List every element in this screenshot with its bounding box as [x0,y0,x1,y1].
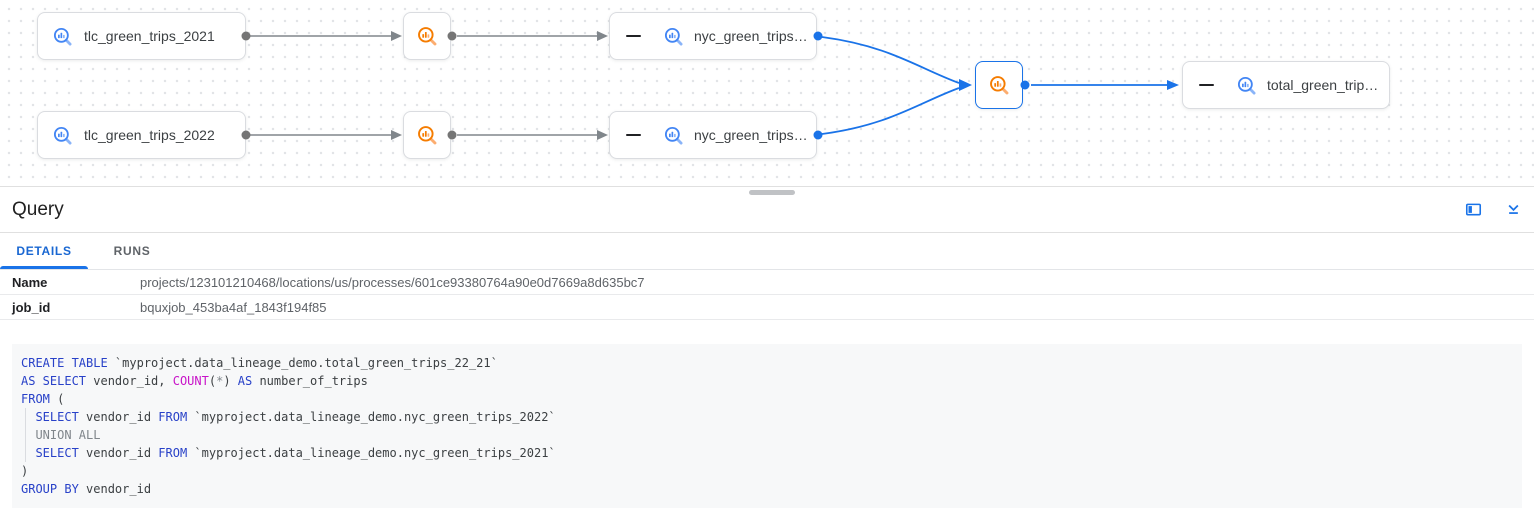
node-label: nyc_green_trips… [694,28,808,44]
panel-tabs: DETAILS RUNS [0,233,1534,270]
query-panel-header: Query [0,187,1534,233]
panel-header-actions [1462,199,1524,221]
lineage-graph-canvas[interactable]: tlc_green_trips_2021 nyc_green_trips… tl… [0,0,1534,187]
detail-label-name: Name [12,274,48,290]
page-title: Query [12,198,64,220]
node-label: tlc_green_trips_2021 [84,28,215,44]
bigquery-table-icon [1237,76,1256,95]
table-row: Name projects/123101210468/locations/us/… [0,270,1534,295]
detail-label-job-id: job_id [12,299,51,315]
node-tlc-green-trips-2022[interactable]: tlc_green_trips_2022 [37,111,246,159]
bigquery-table-icon [53,27,72,46]
collapse-node-icon[interactable] [626,35,641,37]
bigquery-process-icon [990,76,1009,95]
node-tlc-green-trips-2021[interactable]: tlc_green_trips_2021 [37,12,246,60]
node-label: nyc_green_trips… [694,127,808,143]
table-row: job_id bquxjob_453ba4af_1843f194f85 [0,295,1534,320]
bigquery-process-icon [418,126,437,145]
bigquery-table-icon [664,27,683,46]
tab-details[interactable]: DETAILS [0,233,88,269]
panel-resize-handle[interactable] [749,190,795,195]
process-node-1[interactable] [403,12,451,60]
bigquery-table-icon [664,126,683,145]
node-nyc-green-trips-2022[interactable]: nyc_green_trips… [609,111,817,159]
detail-value-job-id: bquxjob_453ba4af_1843f194f85 [140,299,327,315]
process-node-query-selected[interactable] [975,61,1023,109]
detail-value-name: projects/123101210468/locations/us/proce… [140,274,645,290]
node-label: tlc_green_trips_2022 [84,127,215,143]
collapse-panel-icon[interactable] [1502,199,1524,221]
collapse-node-icon[interactable] [626,134,641,136]
open-in-side-panel-icon[interactable] [1462,199,1484,221]
bigquery-table-icon [53,126,72,145]
bigquery-process-icon [418,27,437,46]
collapse-node-icon[interactable] [1199,84,1214,86]
node-label: total_green_trip… [1267,77,1379,93]
process-node-2[interactable] [403,111,451,159]
tab-runs[interactable]: RUNS [113,244,151,258]
sql-query-code-block: CREATE TABLE `myproject.data_lineage_dem… [12,344,1522,508]
node-nyc-green-trips-2021[interactable]: nyc_green_trips… [609,12,817,60]
details-table: Name projects/123101210468/locations/us/… [0,270,1534,320]
node-total-green-trips[interactable]: total_green_trip… [1182,61,1390,109]
